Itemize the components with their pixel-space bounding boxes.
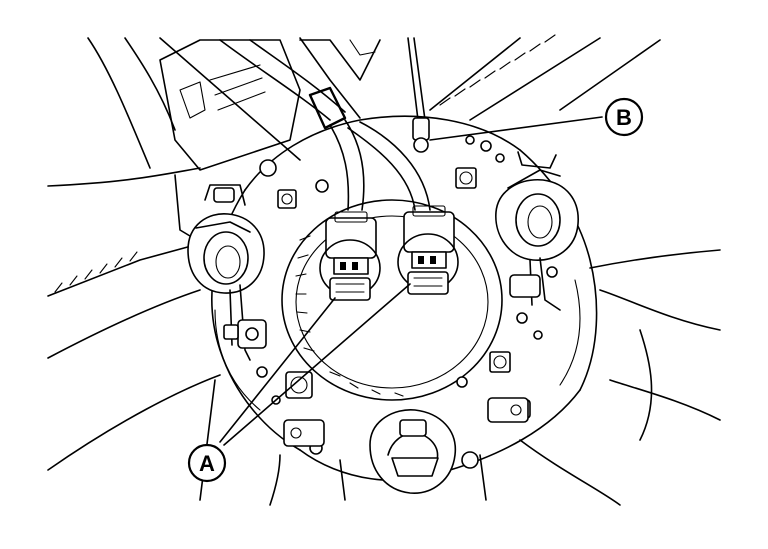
- callout-a-circle: [187, 443, 227, 483]
- callout-b-label: B: [616, 105, 632, 130]
- bolt-icon: [455, 167, 477, 189]
- callout-a: A: [187, 443, 227, 483]
- bolt-icon: [285, 371, 313, 399]
- wiring-harness: [219, 39, 431, 211]
- callout-b: B: [604, 97, 644, 137]
- connector-right: [397, 205, 459, 295]
- left-clip-housing: [187, 184, 267, 361]
- tool-rod: [407, 37, 430, 153]
- right-clip-housing: [495, 151, 579, 311]
- leader-lines: [219, 116, 603, 446]
- callout-b-circle: [604, 97, 644, 137]
- bolt-icon: [489, 351, 511, 373]
- bolt-icon: [277, 189, 297, 209]
- connector-left: [319, 211, 381, 301]
- bottom-clip-housing: [283, 397, 529, 501]
- callout-a-label: A: [199, 451, 215, 476]
